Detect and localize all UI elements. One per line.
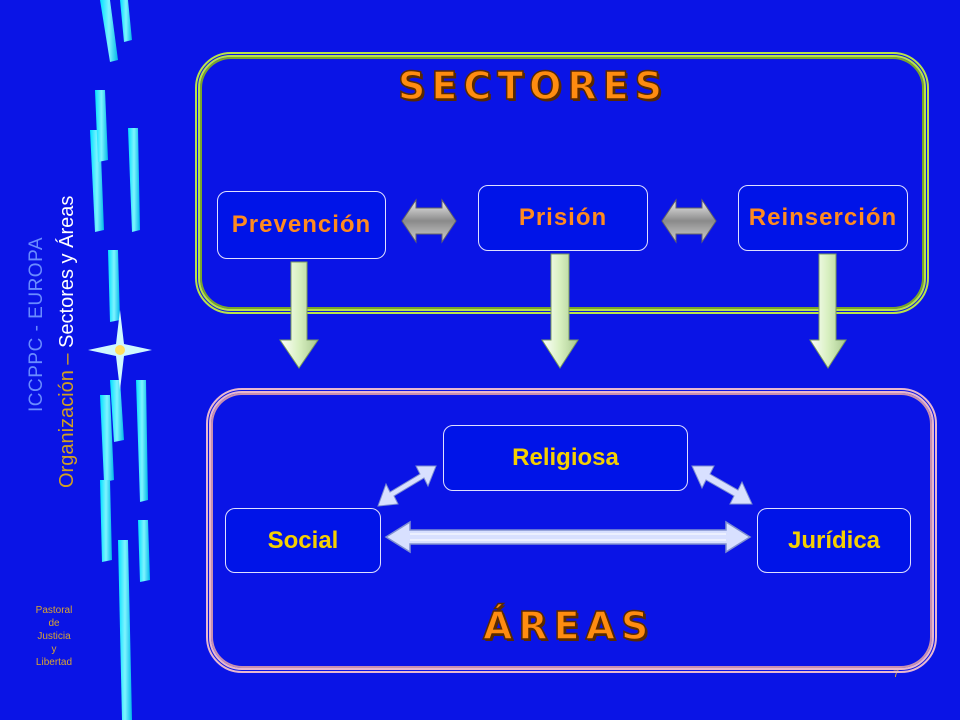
footer-line: de <box>48 618 60 629</box>
double-arrow-prevencion-prision <box>401 198 457 244</box>
page-number: 7 <box>893 668 900 680</box>
footer-line: Pastoral <box>35 605 73 616</box>
footer-line: Justicia <box>37 631 71 642</box>
areas-panel <box>206 388 937 673</box>
decorative-pattern <box>88 0 152 720</box>
footer-text: Pastoral de Justicia y Libertad <box>14 604 94 669</box>
area-juridica: Jurídica <box>757 508 911 573</box>
sector-prision: Prisión <box>478 185 648 251</box>
down-arrow-reinsercion <box>809 253 847 369</box>
sector-prevencion: Prevención <box>217 191 386 259</box>
arrow-social-religiosa <box>377 465 437 507</box>
down-arrow-prevencion <box>279 261 319 369</box>
areas-title: ÁREAS <box>482 603 655 649</box>
footer-line: y <box>51 644 57 655</box>
area-social: Social <box>225 508 381 573</box>
area-religiosa: Religiosa <box>443 425 688 491</box>
sectores-title: SECTORES <box>397 63 669 109</box>
arrow-religiosa-juridica <box>691 465 753 505</box>
sector-reinsercion: Reinserción <box>738 185 908 251</box>
double-arrow-prision-reinsercion <box>661 198 717 244</box>
footer-line: Libertad <box>35 657 73 668</box>
arrow-social-juridica <box>384 520 752 554</box>
down-arrow-prision <box>541 253 579 369</box>
